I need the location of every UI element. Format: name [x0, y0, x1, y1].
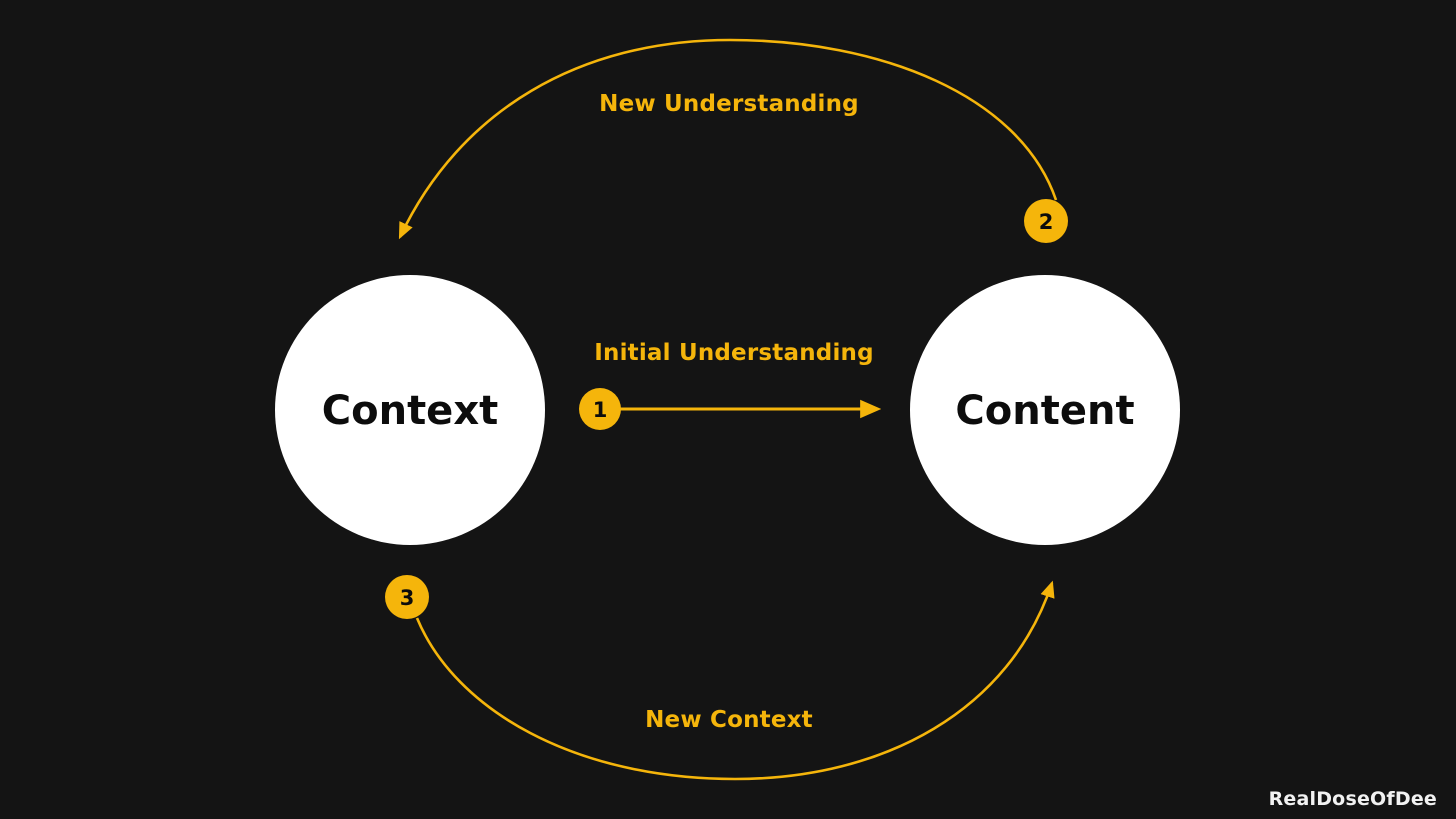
step-badge-2-number: 2 [1039, 210, 1054, 234]
edge-label-new-understanding: New Understanding [599, 91, 859, 117]
node-label-content: Content [955, 388, 1134, 434]
step-badge-2[interactable]: 2 [1024, 199, 1068, 243]
node-context[interactable]: Context [275, 275, 545, 545]
node-content[interactable]: Content [910, 275, 1180, 545]
step-badge-3-circle [385, 575, 429, 619]
context-circle [275, 275, 545, 545]
step-badge-3-number: 3 [400, 586, 415, 610]
step-badge-3[interactable]: 3 [385, 575, 429, 619]
new-context-arrow-path [415, 580, 1055, 781]
new-understanding-arrow-path [398, 38, 1058, 240]
step-badge-1-circle [579, 388, 621, 430]
edge-label-initial-understanding: Initial Understanding [594, 340, 874, 366]
step-badge-1-number: 1 [593, 398, 608, 422]
edge-new-context: New Context 3 [385, 575, 1055, 781]
edge-initial-understanding: Initial Understanding 1 [579, 340, 882, 430]
node-label-context: Context [322, 388, 498, 434]
edge-new-understanding: New Understanding 2 [398, 38, 1068, 243]
watermark: RealDoseOfDee [1269, 788, 1437, 810]
edge-label-new-context: New Context [645, 707, 813, 733]
content-circle [910, 275, 1180, 545]
step-badge-2-circle [1024, 199, 1068, 243]
step-badge-1[interactable]: 1 [579, 388, 621, 430]
